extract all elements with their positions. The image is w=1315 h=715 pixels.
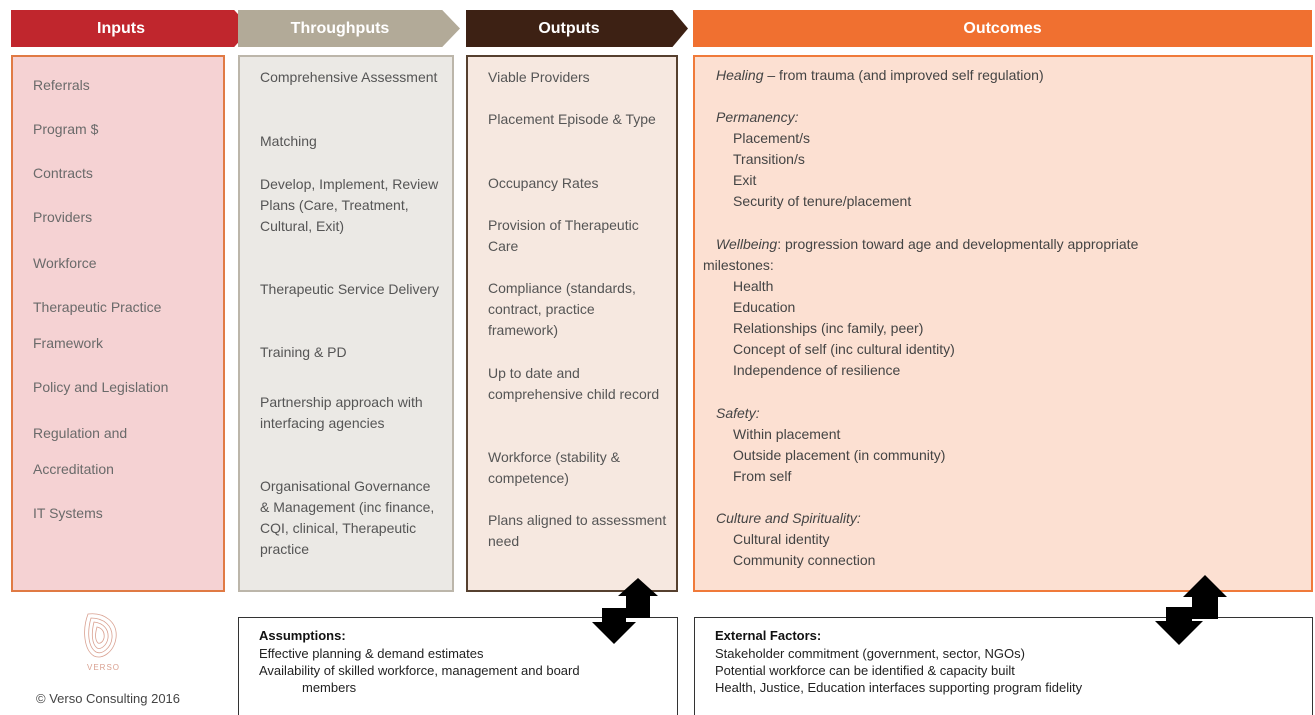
header-outputs: Outputs — [466, 10, 688, 47]
header-throughputs-label: Throughputs — [290, 19, 390, 37]
outcome-sub-item: Security of tenure/placement — [733, 193, 912, 209]
outcome-sub-item: Concept of self (inc cultural identity) — [733, 341, 955, 357]
outcome-culture: Culture and Spirituality: — [716, 508, 861, 529]
input-item: Framework — [33, 335, 104, 351]
outcome-wellbeing-label: Wellbeing — [716, 236, 778, 252]
outcome-sub-item: Independence of resilience — [733, 362, 901, 378]
copyright-text: © Verso Consulting 2016 — [36, 691, 181, 706]
double-arrow-icon — [592, 578, 658, 644]
throughput-item: Therapeutic Service Delivery — [260, 281, 439, 297]
outcome-sub-item: Relationships (inc family, peer) — [733, 320, 924, 336]
outcome-culture-label: Culture and Spirituality: — [716, 510, 861, 526]
input-item: Providers — [33, 209, 93, 225]
output-item: Placement Episode & Type — [488, 111, 656, 127]
verso-logo-icon — [84, 613, 117, 658]
outcome-sub-item: Health — [733, 278, 774, 294]
outcome-permanency: Permanency: — [716, 107, 798, 128]
output-item: Provision of Therapeutic Care — [488, 217, 639, 254]
throughput-item: Matching — [260, 133, 317, 149]
assumption-line: Availability of skilled workforce, manag… — [259, 663, 580, 678]
input-item: Therapeutic Practice — [33, 299, 162, 315]
outcome-healing: Healing – from trauma (and improved self… — [716, 65, 1044, 86]
input-item: Accreditation — [33, 461, 114, 477]
external-factor-line: Health, Justice, Education interfaces su… — [715, 680, 1083, 695]
outcome-permanency-label: Permanency: — [716, 109, 799, 125]
input-item: Regulation and — [33, 425, 128, 441]
external-factors-title: External Factors: — [715, 628, 822, 643]
header-throughputs: Throughputs — [238, 10, 460, 47]
external-factors-box: External Factors: Stakeholder commitment… — [694, 617, 1313, 715]
outcome-sub-item: Within placement — [733, 426, 841, 442]
assumption-line: Effective planning & demand estimates — [259, 646, 484, 661]
outcome-sub-item: Outside placement (in community) — [733, 447, 946, 463]
throughput-item: Organisational Governance & Management (… — [260, 478, 435, 557]
header-inputs: Inputs — [11, 10, 251, 47]
output-item: Workforce (stability & competence) — [488, 449, 620, 486]
outcome-healing-label: Healing — [716, 67, 764, 83]
throughputs-column: Comprehensive Assessment Matching Develo… — [238, 55, 454, 592]
outcome-healing-text: – from trauma (and improved self regulat… — [763, 67, 1044, 83]
outcomes-column: Healing – from trauma (and improved self… — [693, 55, 1313, 592]
input-item: Referrals — [33, 77, 90, 93]
throughput-item: Comprehensive Assessment — [260, 69, 438, 85]
output-item: Compliance (standards, contract, practic… — [488, 280, 636, 338]
assumption-line: members — [302, 680, 357, 695]
throughput-item: Develop, Implement, Review Plans (Care, … — [260, 176, 439, 234]
outcome-sub-item: Community connection — [733, 552, 876, 568]
outcome-sub-item: From self — [733, 468, 792, 484]
outcome-wellbeing-cont: milestones: — [703, 257, 774, 273]
external-factor-line: Stakeholder commitment (government, sect… — [715, 646, 1025, 661]
outcome-sub-item: Transition/s — [733, 151, 805, 167]
header-outcomes-label: Outcomes — [963, 19, 1042, 37]
output-item: Occupancy Rates — [488, 175, 599, 191]
header-outputs-label: Outputs — [538, 19, 600, 37]
header-inputs-label: Inputs — [97, 19, 145, 37]
outcome-safety-label: Safety: — [716, 405, 760, 421]
header-outcomes: Outcomes — [693, 10, 1312, 47]
input-item: Policy and Legislation — [33, 379, 169, 395]
throughput-item: Partnership approach with interfacing ag… — [260, 394, 423, 431]
throughput-item: Training & PD — [260, 344, 347, 360]
output-item: Up to date and comprehensive child recor… — [488, 365, 660, 402]
output-item: Viable Providers — [488, 69, 590, 85]
input-item: Program $ — [33, 121, 99, 137]
outputs-column: Viable Providers Placement Episode & Typ… — [466, 55, 678, 592]
input-item: Contracts — [33, 165, 93, 181]
external-factor-line: Potential workforce can be identified & … — [715, 663, 1015, 678]
outcome-wellbeing-text: : progression toward age and development… — [777, 236, 1139, 252]
inputs-column: Referrals Program $ Contracts Providers … — [11, 55, 225, 592]
output-item: Plans aligned to assessment need — [488, 512, 667, 549]
input-item: Workforce — [33, 255, 97, 271]
assumptions-title: Assumptions: — [259, 628, 346, 643]
outcome-sub-item: Exit — [733, 172, 757, 188]
outcome-wellbeing: Wellbeing: progression toward age and de… — [716, 234, 1138, 255]
outcome-sub-item: Placement/s — [733, 130, 811, 146]
double-arrow-icon — [1155, 575, 1227, 645]
input-item: IT Systems — [33, 505, 103, 521]
logo-text: VERSO — [87, 663, 121, 672]
outcome-safety: Safety: — [716, 403, 760, 424]
outcome-sub-item: Cultural identity — [733, 531, 830, 547]
outcome-sub-item: Education — [733, 299, 796, 315]
